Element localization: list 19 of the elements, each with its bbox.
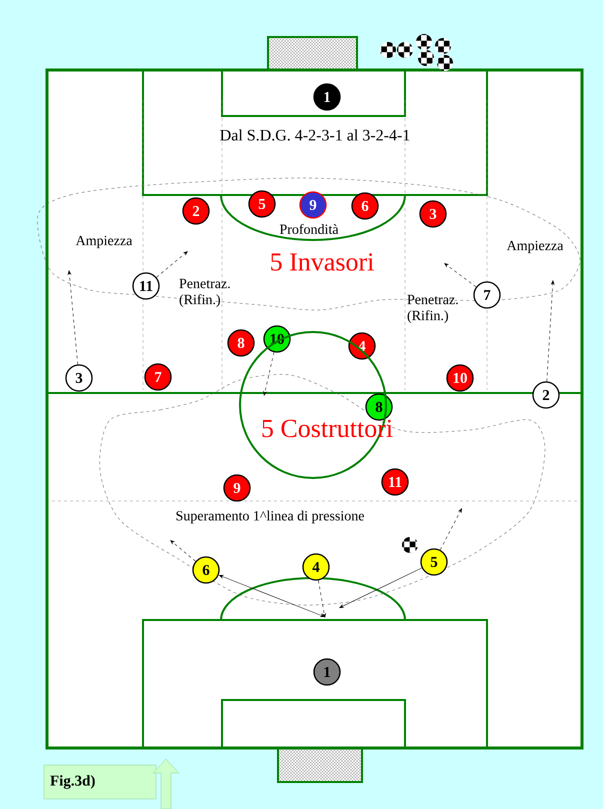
- annotation-text: 5 Invasori: [271, 253, 374, 271]
- annotation-text: Penetraz. (Rifin.): [407, 294, 458, 324]
- movement-arrow: [156, 251, 188, 278]
- annotation-text: Ampiezza: [506, 240, 564, 254]
- annotation-text: Ampiezza: [76, 236, 132, 248]
- annotation-text: Superamento 1^linea di pressione: [176, 510, 364, 524]
- annotation-text: Profondità: [280, 224, 338, 234]
- movement-arrow: [318, 580, 326, 618]
- figure-label-box: Fig.3d): [44, 764, 156, 800]
- movement-arrow: [444, 263, 476, 288]
- movement-arrow: [263, 352, 274, 396]
- annotation-text: Penetraz. (Rifin.): [179, 278, 230, 308]
- movement-arrow: [546, 280, 554, 382]
- annotation-text: Dal S.D.G. 4-2-3-1 al 3-2-4-1: [220, 129, 410, 141]
- movement-arrow: [339, 568, 422, 608]
- movement-arrow: [170, 540, 196, 562]
- movement-arrow: [68, 270, 78, 365]
- movement-arrow: [219, 574, 325, 618]
- movement-arrow: [440, 508, 462, 550]
